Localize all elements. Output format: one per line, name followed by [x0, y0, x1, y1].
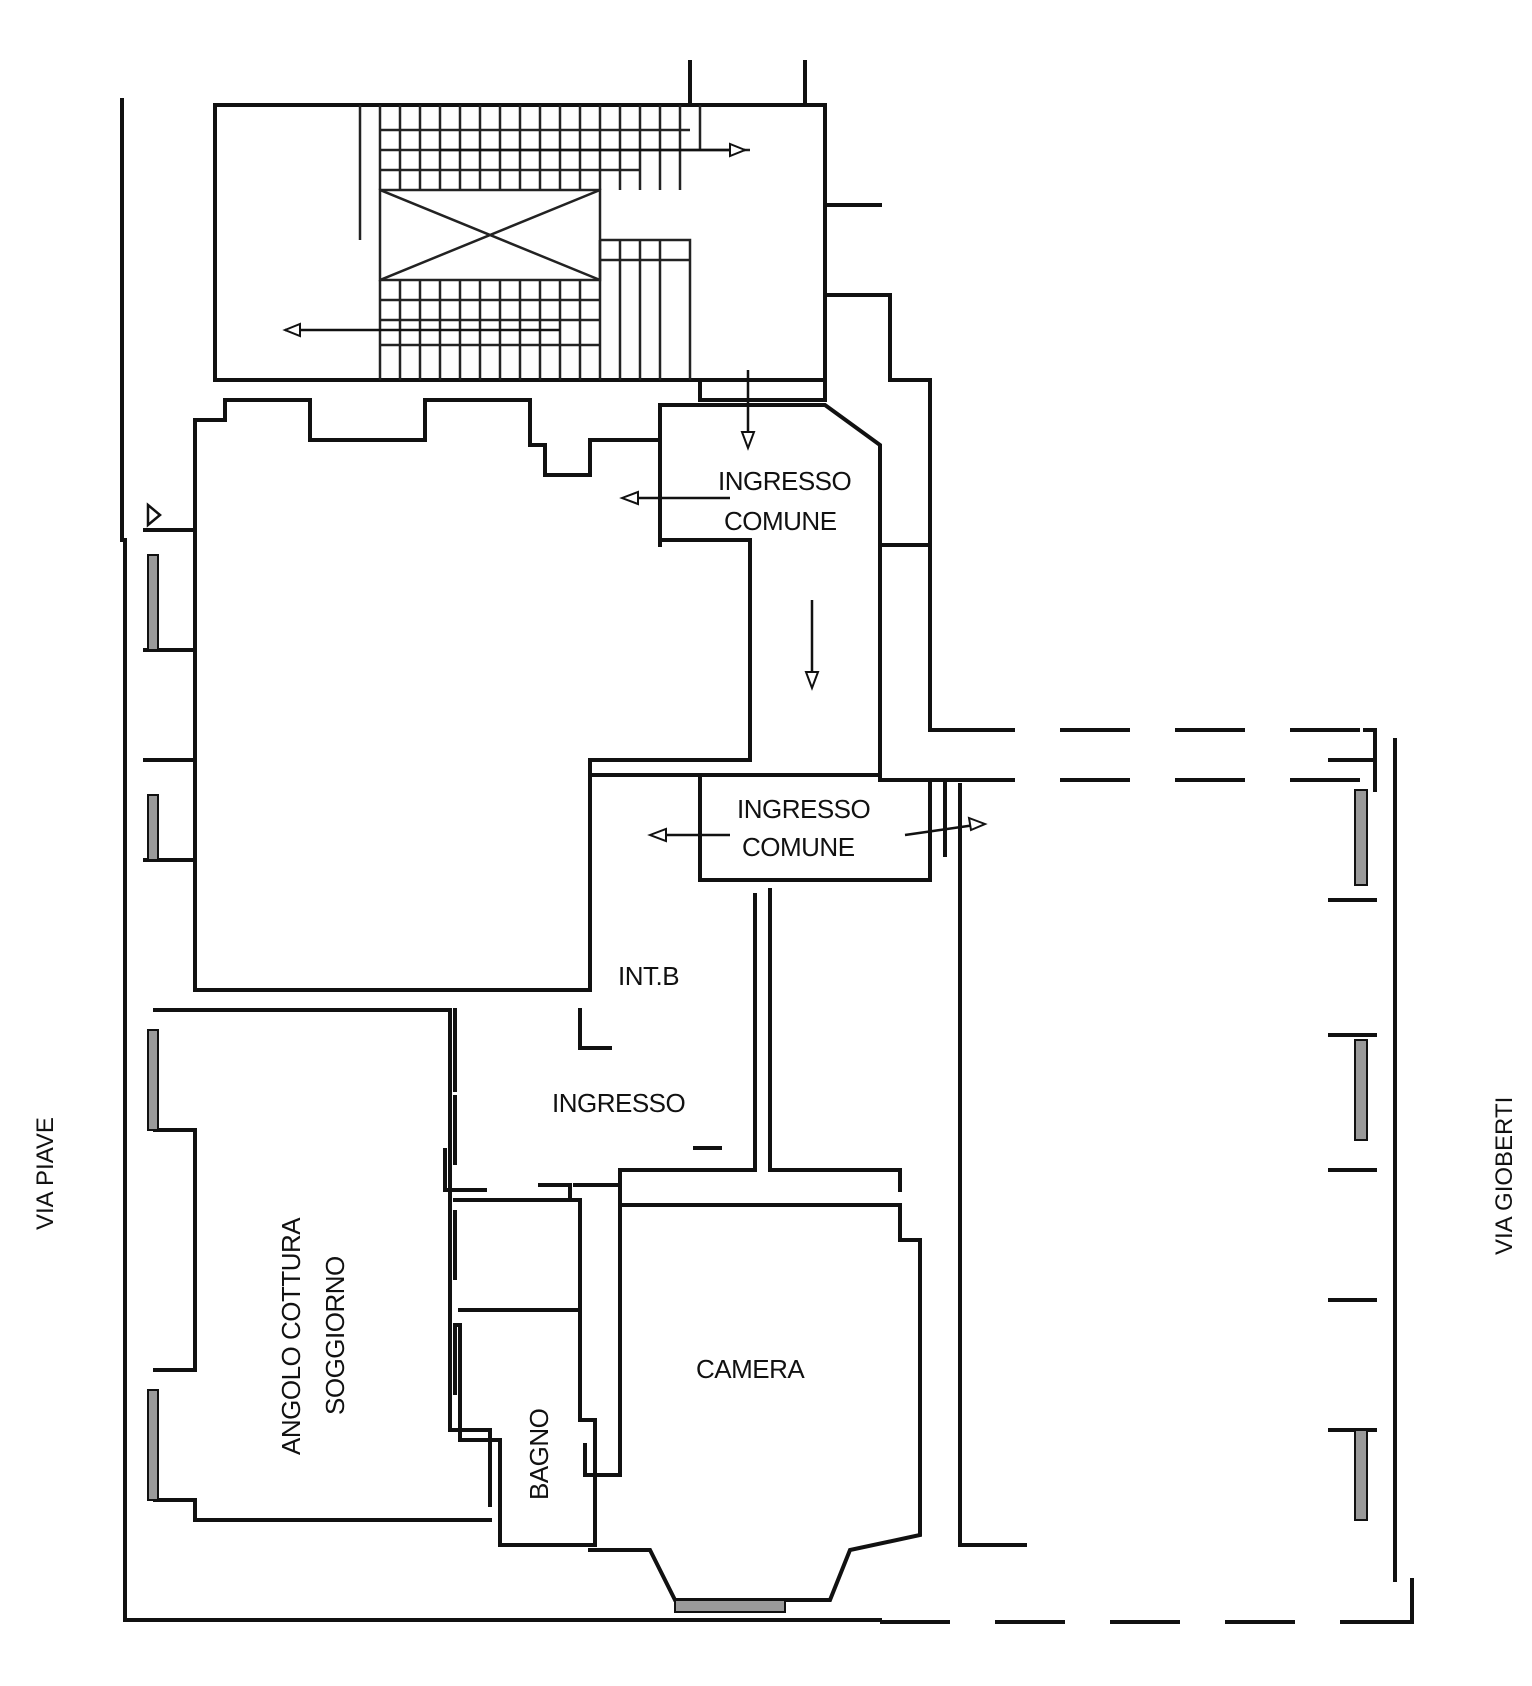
street-left-label: VIA PIAVE — [32, 1117, 59, 1230]
ingresso-label: INGRESSO — [552, 1088, 685, 1118]
camera-label: CAMERA — [696, 1354, 805, 1384]
angolo-cottura-label: ANGOLO COTTURA — [276, 1217, 306, 1455]
lower-apartment-walls — [147, 758, 1377, 1613]
int-b-label: INT.B — [618, 961, 679, 991]
bagno-label: BAGNO — [524, 1409, 554, 1500]
ingresso-comune-lower-line2: COMUNE — [742, 832, 855, 862]
ingresso-comune-lower-line1: INGRESSO — [737, 794, 870, 824]
ingresso-comune-upper-line1: INGRESSO — [718, 466, 851, 496]
street-labels: VIA PIAVE VIA GIOBERTI — [32, 1097, 1518, 1255]
staircase — [213, 60, 932, 732]
ingresso-comune-upper-line2: COMUNE — [724, 506, 837, 536]
soggiorno-label: SOGGIORNO — [320, 1256, 350, 1415]
exterior-walls — [120, 98, 1414, 1624]
street-right-label: VIA GIOBERTI — [1491, 1097, 1518, 1255]
room-labels: INGRESSO COMUNE INGRESSO COMUNE INT.B IN… — [276, 466, 871, 1500]
common-entrance — [619, 370, 988, 882]
